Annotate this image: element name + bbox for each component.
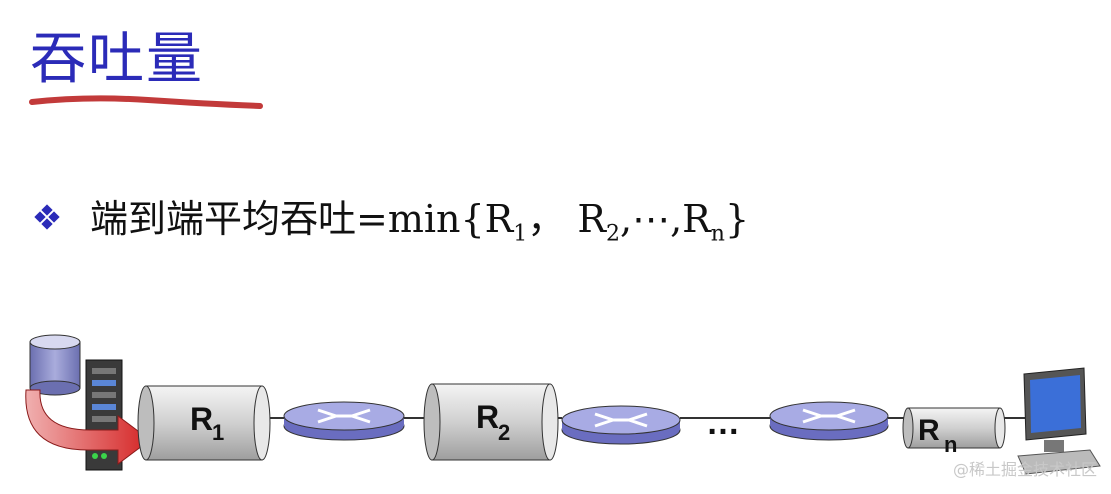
throughput-formula: 端到端平均吞吐=min{R1， R2,⋯,Rn} — [90, 188, 749, 247]
router-icon — [769, 401, 889, 441]
title-underline — [29, 95, 263, 109]
link-label-r2: R — [476, 399, 499, 435]
formula-rn-subscript: n — [710, 221, 725, 247]
server-icon — [85, 359, 123, 471]
watermark: @稀土掘金技术社区 — [952, 460, 1097, 479]
link-pipe-rn: R n — [902, 407, 1006, 457]
link-pipe-r2: R 2 — [423, 383, 559, 461]
formula-r1-subscript: 1 — [513, 221, 528, 247]
data-flow-arrow-icon — [25, 389, 151, 465]
database-icon — [29, 334, 81, 396]
computer-icon — [1017, 367, 1101, 475]
router-icon — [283, 401, 405, 441]
link-subscript-rn: n — [944, 432, 957, 457]
page-title: 吞吐量 — [30, 27, 204, 92]
formula-r2-subscript: 2 — [606, 221, 620, 247]
formula-separator-2: ,⋯,R — [620, 197, 711, 241]
link-subscript-r1: 1 — [212, 420, 224, 445]
diamond-bullet-icon — [34, 204, 60, 230]
router-icon — [561, 405, 681, 445]
link-label-rn: R — [918, 414, 940, 447]
link-pipe-r1: R 1 — [137, 385, 271, 461]
path-ellipsis: … — [706, 404, 740, 442]
network-path-diagram: R 1 R 2 … R n — [25, 334, 1101, 475]
link-subscript-r2: 2 — [498, 420, 510, 445]
formula-prefix: 端到端平均吞吐=min{R — [90, 197, 514, 241]
formula-separator-1: ， R — [527, 197, 606, 241]
formula-suffix: } — [724, 197, 750, 241]
throughput-formula-row: 端到端平均吞吐=min{R1， R2,⋯,Rn} — [34, 188, 749, 247]
link-label-r1: R — [190, 401, 213, 437]
